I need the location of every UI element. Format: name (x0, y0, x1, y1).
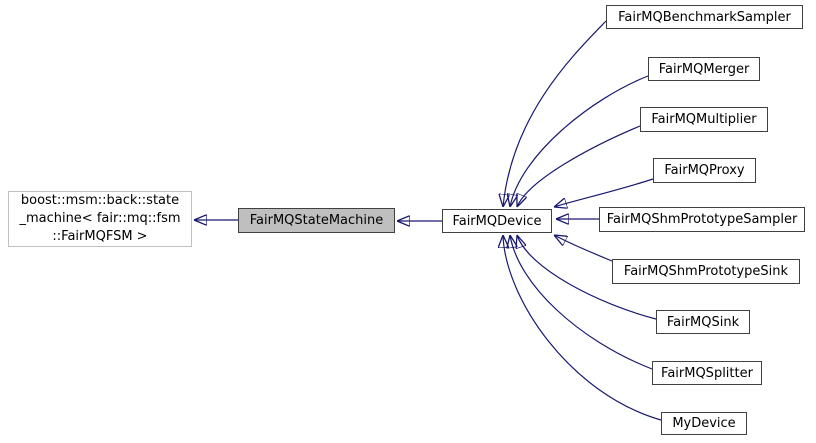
node-fairmqshmprototypesink[interactable]: FairMQShmPrototypeSink (612, 259, 800, 284)
edge-sink-to-device (517, 235, 657, 320)
edge-merger-to-device (510, 75, 649, 207)
edge-mydevice-to-device (503, 235, 662, 421)
node-label-line: _machine< fair::mq::fsm (19, 211, 181, 226)
edge-shmprototypesink-to-device (554, 235, 613, 262)
edge-multiplier-to-device (517, 125, 641, 207)
node-fairmqsplitter[interactable]: FairMQSplitter (652, 361, 762, 385)
node-fairmqmerger[interactable]: FairMQMerger (648, 57, 760, 81)
node-label-line: ::FairMQFSM > (52, 229, 148, 244)
node-fairmqbenchmarksampler[interactable]: FairMQBenchmarkSampler (606, 5, 803, 29)
node-label-line: boost::msm::back::state (20, 193, 180, 208)
node-fairmqmultiplier[interactable]: FairMQMultiplier (640, 107, 768, 132)
node-fairmqstatemachine: FairMQStateMachine (238, 208, 395, 233)
edge-splitter-to-device (510, 235, 653, 370)
node-fairmqshmprototypesampler[interactable]: FairMQShmPrototypeSampler (599, 207, 805, 232)
node-boost-msm-state-machine: boost::msm::back::state _machine< fair::… (8, 191, 192, 247)
node-fairmqproxy[interactable]: FairMQProxy (653, 158, 756, 183)
edge-proxy-to-device (554, 178, 654, 207)
node-mydevice[interactable]: MyDevice (661, 412, 747, 435)
node-fairmqsink[interactable]: FairMQSink (656, 310, 750, 334)
node-fairmqdevice[interactable]: FairMQDevice (442, 209, 552, 233)
edge-benchmarksampler-to-device (503, 20, 607, 207)
